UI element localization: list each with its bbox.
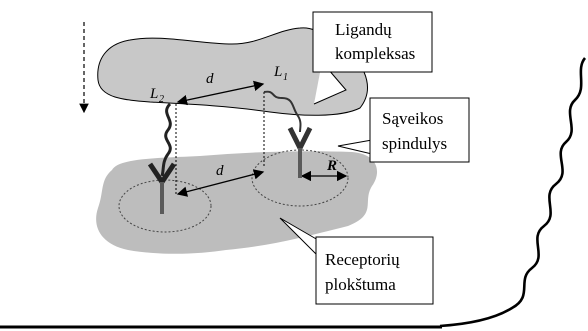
- callout-radius-line1: Sąveikos: [382, 109, 443, 128]
- callout-ligand-line2: kompleksas: [335, 44, 415, 63]
- symbol-ligand-1: L: [273, 64, 282, 80]
- symbol-ligand-2-index: 2: [159, 94, 164, 105]
- callout-radius-line2: spindulys: [382, 134, 447, 153]
- symbol-distance-top: d: [206, 71, 214, 87]
- callout-box-radius: [369, 97, 470, 163]
- ligand-1-tether: [263, 90, 302, 133]
- symbol-distance-bottom: d: [216, 163, 224, 179]
- callout-pointer-radius: [337, 139, 373, 155]
- callout-ligand-line1: Ligandų: [335, 20, 392, 39]
- callout-plane-line1: Receptorių: [325, 250, 400, 269]
- callout-box-plane: [315, 236, 434, 305]
- callout-box-ligand: [312, 11, 433, 73]
- distance-arrow-bottom: [176, 169, 265, 197]
- ligand-2-tether: [160, 102, 172, 177]
- wavy-boundary-line: [439, 57, 587, 328]
- distance-arrow-top: [176, 80, 265, 106]
- callout-plane-line2: plokštuma: [325, 275, 396, 294]
- symbol-ligand-1-index: 1: [283, 72, 288, 83]
- callout-pointer-plane: [279, 217, 319, 257]
- symbol-ligand-2: L: [149, 86, 158, 102]
- symbol-radius: R: [326, 158, 337, 174]
